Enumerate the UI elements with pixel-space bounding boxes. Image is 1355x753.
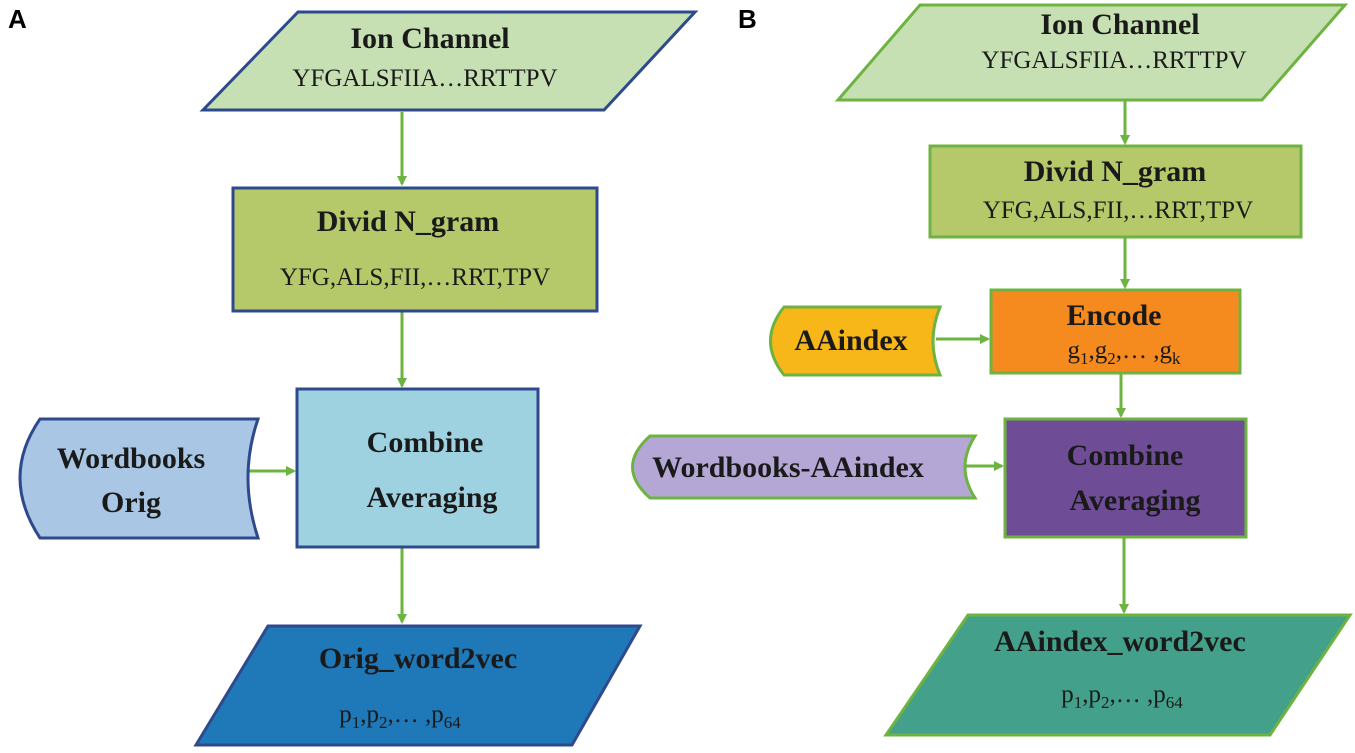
a-output-title: Orig_word2vec bbox=[319, 642, 517, 675]
a-wordbooks-line1: Wordbooks bbox=[57, 442, 205, 475]
a-combine-line2: Averaging bbox=[366, 481, 497, 514]
a-divid-ngram-node: Divid N_gram YFG,ALS,FII,…RRT,TPV bbox=[231, 186, 599, 313]
b-wordbooks-label: Wordbooks-AAindex bbox=[652, 451, 924, 484]
b-output-title: AAindex_word2vec bbox=[994, 625, 1246, 658]
a-divid-grams: YFG,ALS,FII,…RRT,TPV bbox=[280, 264, 550, 291]
panel-a-label: A bbox=[8, 4, 27, 34]
b-ion-channel-title: Ion Channel bbox=[1040, 8, 1199, 41]
a-divid-title: Divid N_gram bbox=[317, 205, 500, 238]
b-combine-line1: Combine bbox=[1067, 439, 1184, 472]
b-combine-averaging-node: Combine Averaging bbox=[1003, 417, 1248, 539]
a-ion-channel-sequence: YFGALSFIIA…RRTTPV bbox=[292, 65, 557, 92]
b-divid-ngram-node: Divid N_gram YFG,ALS,FII,…RRT,TPV bbox=[928, 144, 1303, 239]
a-ion-channel-node: Ion Channel YFGALSFIIA…RRTTPV bbox=[199, 10, 699, 112]
a-ion-channel-title: Ion Channel bbox=[350, 22, 509, 55]
a-combine-averaging-node: Combine Averaging bbox=[295, 387, 540, 549]
b-aaindex-label: AAindex bbox=[794, 324, 907, 357]
b-ion-channel-sequence: YFGALSFIIA…RRTTPV bbox=[981, 47, 1246, 74]
b-ion-channel-node: Ion Channel YFGALSFIIA…RRTTPV bbox=[834, 3, 1349, 102]
a-combine-line1: Combine bbox=[367, 426, 484, 459]
a-wordbooks-orig-node: Wordbooks Orig bbox=[18, 417, 261, 540]
b-output-vector: p1,p2,… ,p64 bbox=[1061, 681, 1183, 712]
b-wordbooks-aaindex-node: Wordbooks-AAindex bbox=[631, 434, 978, 500]
panel-b-label: B bbox=[738, 4, 757, 34]
a-output-vector: p1,p2,… ,p64 bbox=[339, 701, 461, 732]
b-aaindex-word2vec-node: AAindex_word2vec p1,p2,… ,p64 bbox=[883, 613, 1353, 737]
b-divid-grams: YFG,ALS,FII,…RRT,TPV bbox=[983, 197, 1253, 224]
b-encode-vector: g1,g2,… ,gk bbox=[1068, 337, 1182, 368]
b-aaindex-node: AAindex bbox=[769, 305, 943, 377]
b-divid-title: Divid N_gram bbox=[1024, 155, 1207, 188]
b-combine-line2: Averaging bbox=[1069, 484, 1200, 517]
a-wordbooks-line2: Orig bbox=[101, 486, 161, 519]
b-encode-node: Encode g1,g2,… ,gk bbox=[989, 288, 1242, 375]
b-encode-title: Encode bbox=[1066, 299, 1161, 332]
a-orig-word2vec-node: Orig_word2vec p1,p2,… ,p64 bbox=[193, 624, 643, 747]
